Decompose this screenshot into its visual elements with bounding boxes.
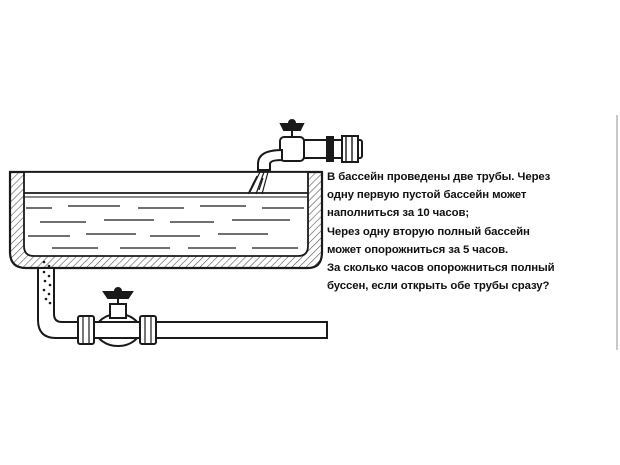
- inlet-water-stream: [247, 171, 269, 195]
- problem-line-7: буссен, если открыть обе трубы сразу?: [327, 280, 550, 293]
- problem-line-5: может опорожниться за 5 часов.: [327, 243, 509, 256]
- problem-line-2: одну первую пустой бассейн может: [327, 189, 527, 202]
- water: [24, 192, 308, 249]
- valve-icon: [77, 287, 157, 347]
- problem-line-6: За сколько часов опорожниться полный: [327, 262, 555, 275]
- faucet-icon: [257, 119, 363, 171]
- problem-statement: В бассейн проведены две трубы. Через одн…: [327, 168, 619, 295]
- problem-line-1: В бассейн проведены две трубы. Через: [327, 171, 551, 183]
- outlet-pipe: [37, 260, 328, 339]
- problem-line-3: наполниться за 10 часов;: [327, 207, 470, 220]
- image-edge: [616, 115, 618, 350]
- problem-line-4: Через одну вторую полный бассейн: [327, 225, 530, 238]
